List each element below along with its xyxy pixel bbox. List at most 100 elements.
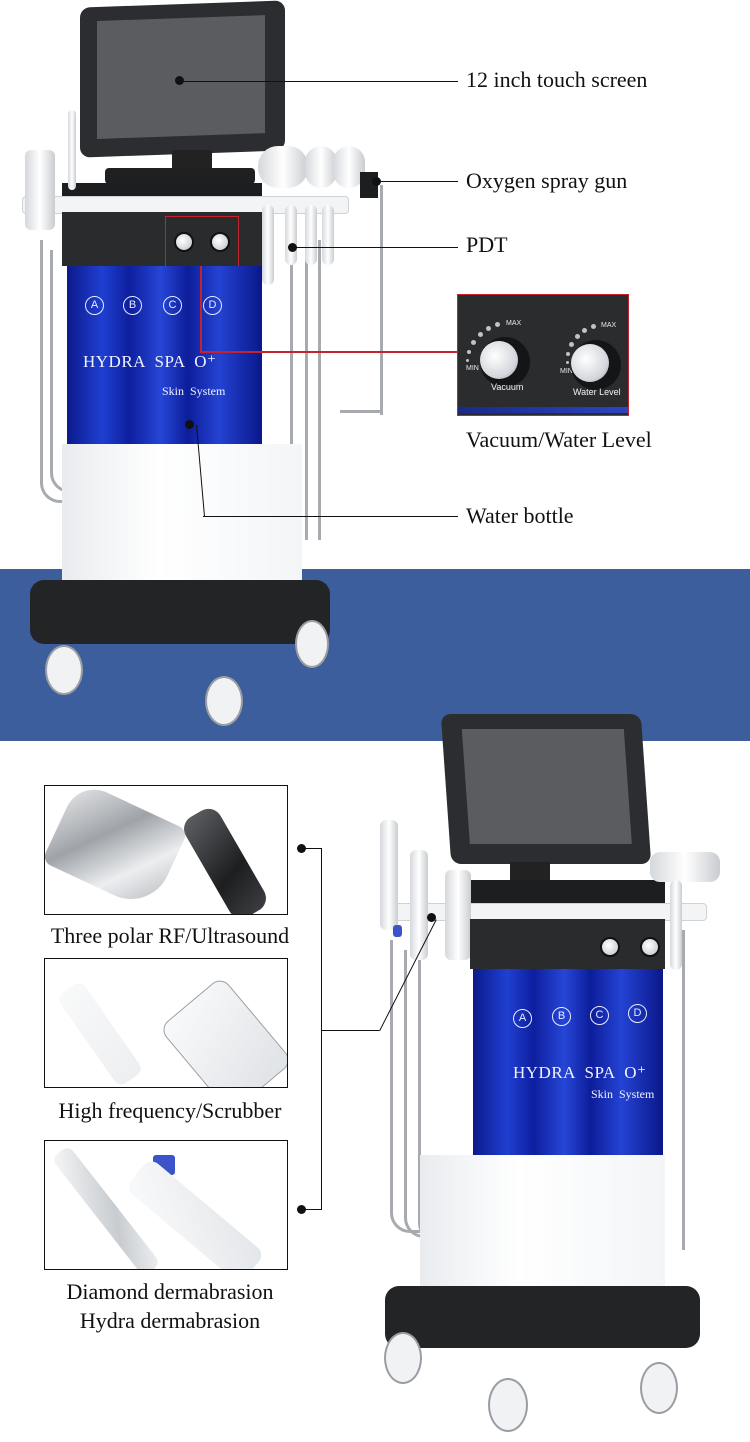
- hose: [682, 930, 685, 1250]
- handpiece-caption: Hydra dermabrasion: [79, 1308, 261, 1333]
- tank-edge: [458, 407, 628, 413]
- hose: [290, 240, 293, 540]
- max-label: MAX: [506, 320, 522, 327]
- brand-subtitle: Skin System: [591, 1087, 655, 1101]
- callout-line: [203, 516, 458, 517]
- hose: [380, 185, 383, 415]
- led-indicator: [569, 342, 574, 347]
- control-panel: [470, 919, 665, 969]
- callout-water-bottle: Water bottle: [466, 503, 574, 528]
- hose: [318, 240, 321, 540]
- water-level-knob[interactable]: [640, 937, 660, 957]
- pdt-lamp: [305, 146, 337, 188]
- brand-subtitle: Skin System: [162, 384, 226, 398]
- led-indicator: [566, 352, 570, 356]
- callout-touch-screen: 12 inch touch screen: [466, 67, 648, 92]
- handpiece-caption: Three polar RF/Ultrasound: [50, 923, 290, 948]
- caster-wheel: [488, 1378, 528, 1432]
- handpiece: [670, 880, 682, 970]
- water-bottle-tank: A B C D HYDRA SPA O⁺ Skin System: [473, 969, 663, 1167]
- cabinet: [62, 444, 302, 606]
- led-indicator: [582, 328, 587, 333]
- scrubber-handpiece: [68, 110, 76, 190]
- vacuum-knob[interactable]: [600, 937, 620, 957]
- bottle-label-d: D: [628, 1004, 647, 1023]
- water-level-knob[interactable]: [571, 344, 609, 382]
- callout-dot: [185, 420, 194, 429]
- rf-handpiece: [445, 870, 471, 960]
- bottle-label-a: A: [513, 1009, 532, 1028]
- bracket-dot: [297, 844, 306, 853]
- top-machine-illustration: A B C D HYDRA SPA O⁺ Skin System: [0, 0, 460, 730]
- highlight-connector: [200, 351, 458, 353]
- bottle-label-d: D: [203, 296, 222, 315]
- led-indicator: [591, 324, 596, 329]
- water-level-knob[interactable]: [210, 232, 230, 252]
- led-indicator: [471, 340, 476, 345]
- handpiece: [262, 205, 274, 285]
- rf-handpiece: [25, 150, 55, 230]
- brand-name: HYDRA SPA O⁺: [513, 1063, 647, 1082]
- vacuum-knob[interactable]: [480, 341, 518, 379]
- scrubber-handpiece-image: [158, 975, 287, 1087]
- caster-wheel: [640, 1362, 678, 1414]
- led-indicator: [466, 359, 469, 362]
- hose: [40, 240, 63, 503]
- hose: [340, 410, 382, 413]
- bracket-line: [321, 1030, 379, 1031]
- bottle-label-b: B: [123, 296, 142, 315]
- callout-vacuum-water-level: Vacuum/Water Level: [466, 427, 652, 452]
- dermabrasion-tip: [393, 925, 402, 937]
- callout-line: [376, 181, 458, 182]
- handpiece-thumbnail-high-frequency-scrubber: [44, 958, 288, 1088]
- handpiece: [380, 820, 398, 930]
- bottle-label-a: A: [85, 296, 104, 315]
- vacuum-knob[interactable]: [174, 232, 194, 252]
- handpiece: [410, 850, 428, 960]
- min-label: MIN: [466, 365, 479, 372]
- callout-line: [180, 81, 458, 82]
- control-panel-highlight: [165, 216, 239, 268]
- highlight-connector: [200, 266, 202, 352]
- hose: [390, 940, 423, 1233]
- ultrasound-handpiece-image: [178, 803, 272, 914]
- cart-base: [385, 1286, 700, 1348]
- pdt-lamp: [333, 146, 365, 188]
- caster-wheel: [205, 676, 243, 726]
- handpiece-thumbnail-rf-ultrasound: [44, 785, 288, 915]
- callout-oxygen-spray-gun: Oxygen spray gun: [466, 168, 628, 193]
- led-indicator: [478, 332, 483, 337]
- callout-line: [292, 247, 458, 248]
- hose: [50, 250, 73, 493]
- led-indicator: [566, 361, 569, 364]
- monitor-stand: [172, 150, 212, 172]
- three-polar-rf-handpiece-image: [45, 786, 189, 913]
- handpiece: [285, 205, 297, 265]
- touch-screen-monitor: [440, 714, 652, 864]
- callout-pdt: PDT: [466, 232, 508, 257]
- cart-base: [30, 580, 330, 644]
- led-indicator: [495, 322, 500, 327]
- bottle-label-c: C: [163, 296, 182, 315]
- bracket-line: [302, 1209, 322, 1210]
- bracket-line: [302, 848, 322, 849]
- monitor-base: [105, 168, 255, 184]
- control-panel-detail: MAX MIN Vacuum MAX MIN Water Level: [457, 294, 629, 416]
- caster-wheel: [295, 620, 329, 668]
- handpiece-caption: High frequency/Scrubber: [58, 1098, 282, 1123]
- hose: [305, 240, 308, 540]
- handpiece: [305, 205, 317, 265]
- top-housing: [470, 880, 665, 904]
- led-indicator: [486, 326, 491, 331]
- monitor-screen: [461, 729, 632, 844]
- monitor-stand: [510, 862, 550, 882]
- brand-name: HYDRA SPA O⁺: [83, 352, 217, 371]
- bottle-label-b: B: [552, 1007, 571, 1026]
- control-panel: [62, 212, 262, 266]
- bracket-line: [321, 848, 322, 1210]
- oxygen-spray-gun: [650, 852, 720, 882]
- led-indicator: [467, 350, 471, 354]
- led-indicator: [575, 334, 580, 339]
- water-level-label: Water Level: [573, 387, 621, 397]
- max-label: MAX: [601, 322, 617, 329]
